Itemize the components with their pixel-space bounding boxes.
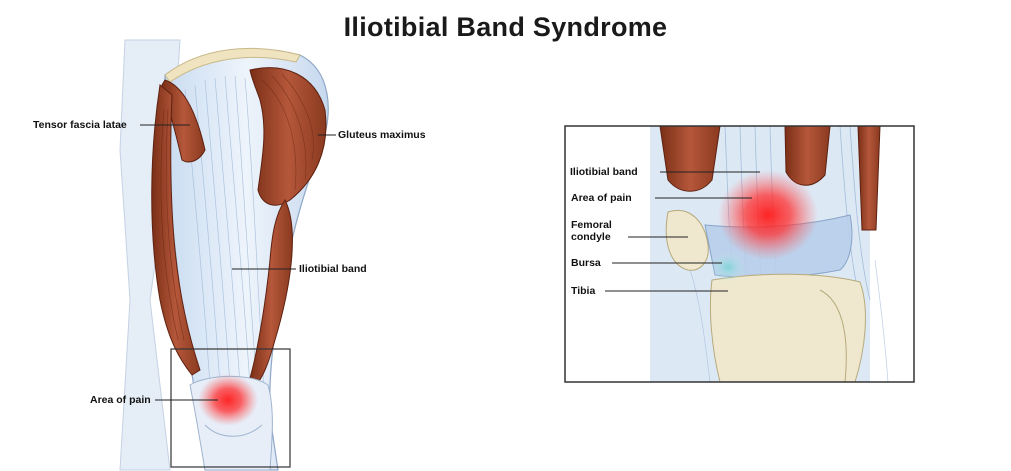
- left-pain-area: [198, 374, 258, 426]
- front-thigh-muscle: [151, 84, 201, 376]
- right-pain-area: [718, 170, 818, 260]
- leg-illustration: [119, 39, 336, 471]
- closeup-muscle-edge: [857, 126, 881, 231]
- knee-highlight-box: [170, 348, 291, 468]
- tibia-bone: [709, 273, 866, 382]
- label-tensor-fascia-latae: Tensor fascia latae: [33, 119, 127, 131]
- label-iliotibial-band-right: Iliotibial band: [570, 166, 638, 178]
- label-tibia: Tibia: [571, 285, 596, 297]
- bursa-sac: [710, 252, 746, 282]
- knee-closeup-frame: [564, 125, 915, 383]
- iliac-crest: [164, 47, 301, 83]
- closeup-muscle-right: [784, 126, 831, 186]
- femoral-condyle: [665, 210, 709, 271]
- label-femoral-condyle: Femoral condyle: [571, 219, 612, 243]
- label-area-of-pain-left: Area of pain: [90, 394, 151, 406]
- label-area-of-pain-right: Area of pain: [571, 192, 632, 204]
- label-gluteus-maximus: Gluteus maximus: [338, 129, 426, 141]
- label-iliotibial-band-left: Iliotibial band: [299, 263, 367, 275]
- diagram-title: Iliotibial Band Syndrome: [343, 12, 668, 42]
- knee-closeup-illustration: [564, 125, 915, 383]
- label-bursa: Bursa: [571, 257, 601, 269]
- closeup-muscle-left: [659, 126, 721, 192]
- gluteus-maximus-muscle: [249, 67, 327, 206]
